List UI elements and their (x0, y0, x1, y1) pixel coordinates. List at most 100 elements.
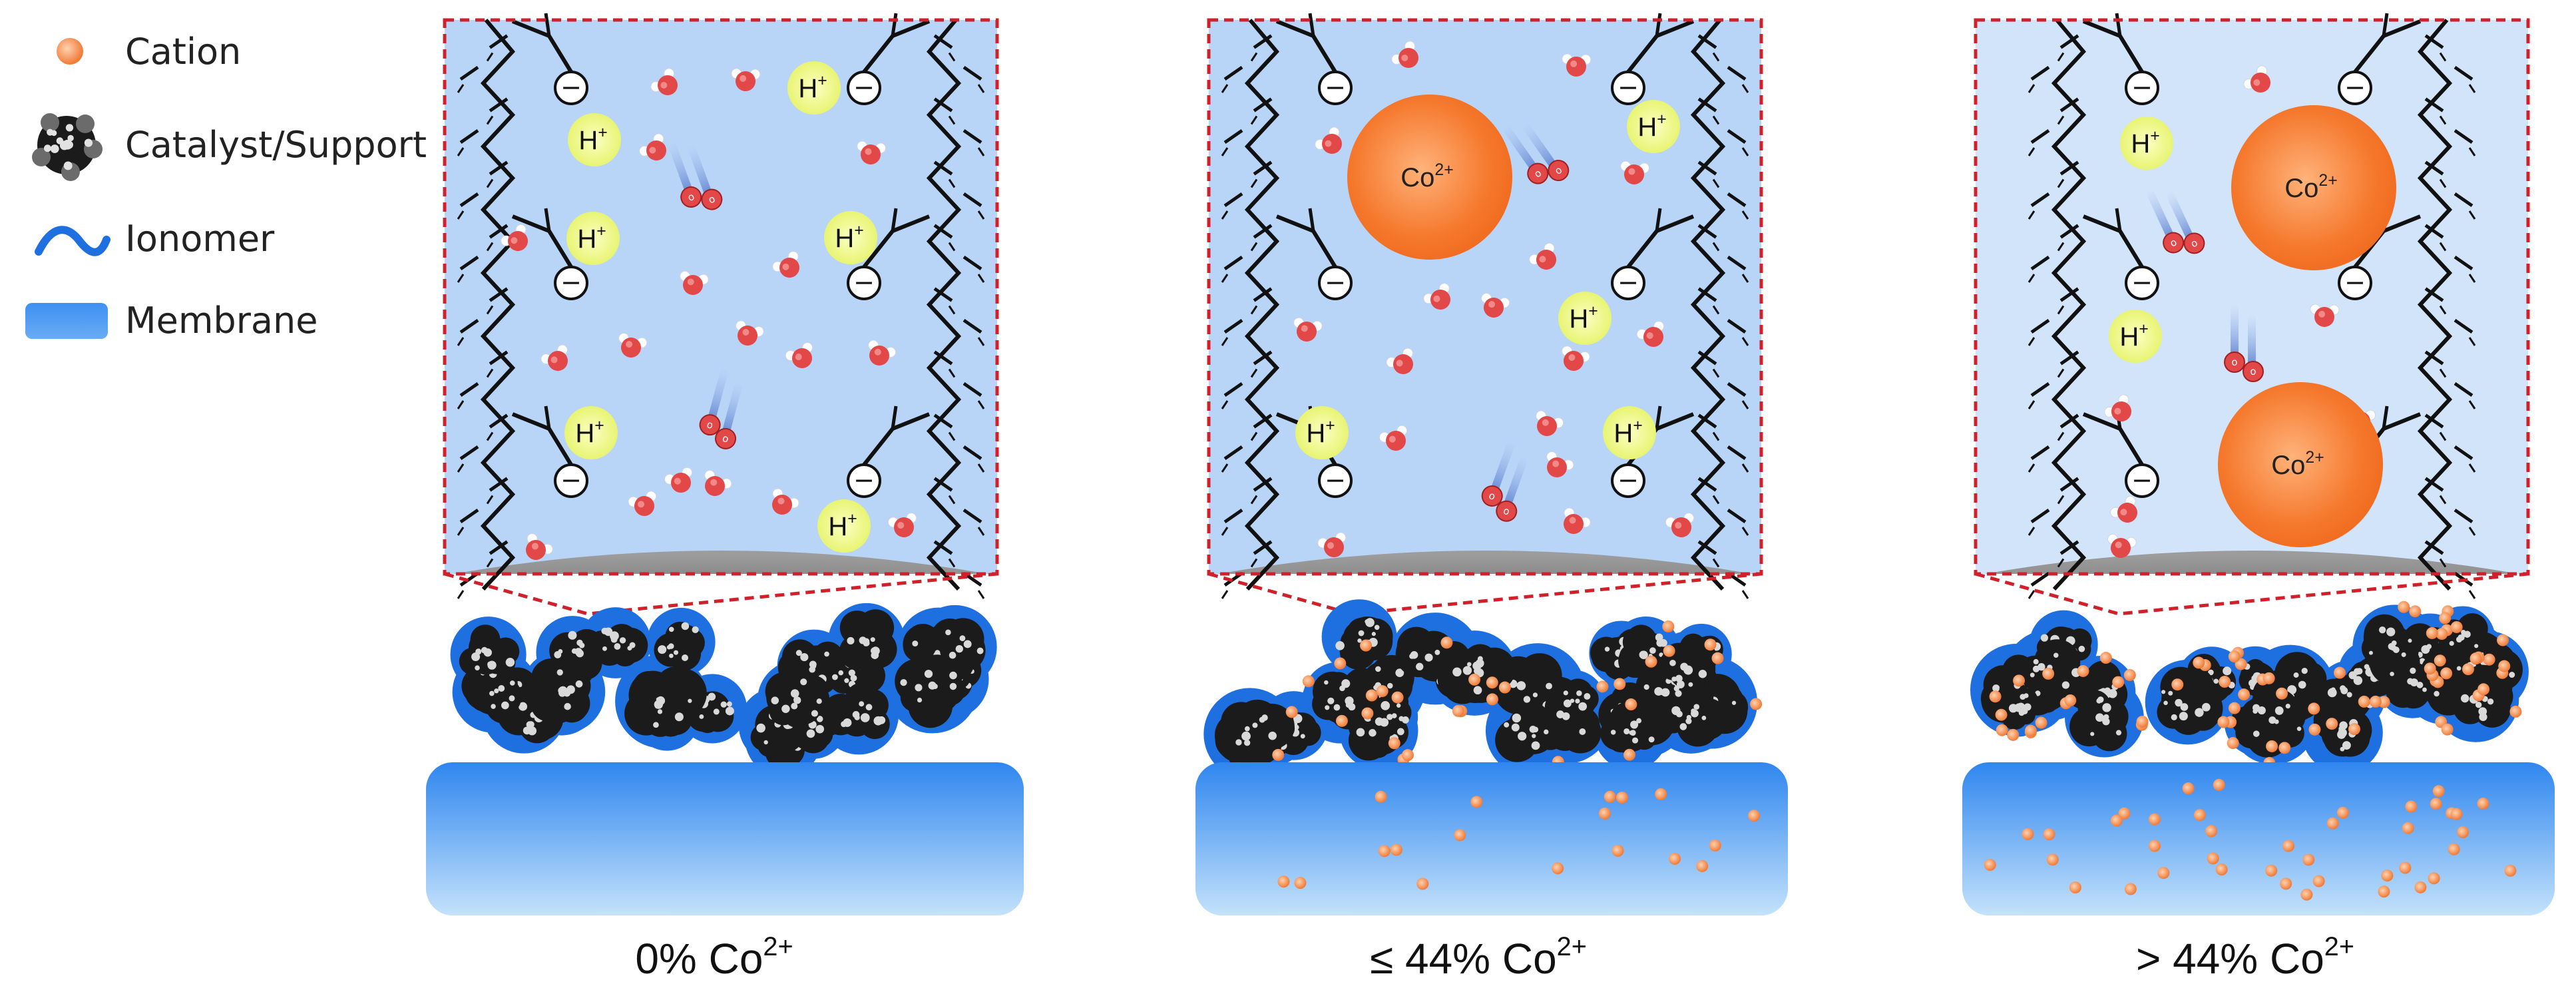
proton-label-superscript: + (1325, 417, 1335, 435)
cation-icon (1669, 852, 1681, 865)
side-chain (891, 405, 898, 429)
sulfonate-charge-label: − (853, 465, 875, 495)
cation-icon (2428, 872, 2440, 885)
cation-icon (2439, 612, 2452, 624)
proton-label: H+ (2131, 127, 2159, 158)
proton-label: H+ (2119, 320, 2148, 352)
sulfonate-group-icon: − (2125, 71, 2159, 105)
carbon-support-surface (454, 551, 988, 574)
cation-icon (2042, 667, 2055, 680)
cation-icon (2215, 864, 2228, 876)
water-molecule-icon (1317, 532, 1347, 557)
cobalt-label-base: Co (2271, 451, 2305, 480)
panel-caption-base: 0% Co (635, 935, 763, 983)
membrane (1195, 762, 1788, 915)
water-molecule-icon (1529, 242, 1556, 270)
cation-icon (1440, 636, 1453, 649)
proton-label: H+ (835, 222, 863, 253)
oxygen-atom-label: o (721, 432, 730, 445)
cation-icon (2378, 696, 2390, 708)
cation-icon (1498, 681, 1511, 694)
sulfonate-charge-label: − (1325, 73, 1346, 102)
proton-label-base: H (2131, 129, 2150, 158)
cation-icon (2123, 668, 2136, 681)
cation-icon (2477, 798, 2489, 810)
cation-icon (1361, 707, 1374, 720)
sulfonate-group-icon: − (554, 71, 588, 105)
sulfonate-charge-label: − (560, 465, 582, 495)
cation-icon (1613, 678, 1626, 690)
legend: Cation Catalyst/Support Ionomer Membrane (25, 31, 427, 342)
sulfonate-charge-label: − (2131, 73, 2153, 102)
water-molecule-icon (704, 469, 732, 496)
legend-item-membrane: Membrane (25, 300, 318, 342)
cation-icon (2441, 723, 2454, 736)
proton-label-superscript: + (817, 72, 827, 90)
proton-label-superscript: + (847, 510, 857, 528)
cation-icon (1645, 655, 1657, 668)
cation-icon (2148, 840, 2161, 852)
catalyst-layer (450, 603, 997, 778)
proton-label-base: H (578, 126, 598, 155)
cation-icon (2402, 822, 2414, 834)
sulfonate-charge-label: − (853, 73, 875, 102)
proton-label-base: H (828, 512, 847, 541)
cation-icon (1552, 862, 1564, 875)
cation-icon (2069, 881, 2081, 894)
proton-label: H+ (1613, 417, 1642, 448)
side-chain (544, 13, 551, 37)
water-molecule-icon (501, 224, 528, 251)
cation-icon (2157, 867, 2170, 879)
cation-icon (1378, 845, 1391, 858)
water-molecule-icon (785, 342, 813, 368)
cation-icon (1611, 844, 1624, 857)
panel-caption-base: ≤ 44% Co (1370, 935, 1557, 983)
side-chain (544, 208, 551, 232)
water-molecule-icon (540, 344, 568, 371)
water-molecule-icon (1379, 425, 1408, 451)
cation-icon (2262, 672, 2275, 684)
legend-item-catalyst-support: Catalyst/Support (32, 113, 427, 181)
cation-icon (1401, 749, 1414, 762)
polymer-backbone (926, 19, 985, 599)
cobalt-ion-icon: Co2+ (2218, 382, 2383, 547)
cation-icon (2399, 862, 2412, 874)
cation-icon (2227, 737, 2239, 750)
cation-icon (2282, 840, 2295, 852)
water-molecule-icon (1620, 160, 1650, 184)
cation-icon (1390, 844, 1402, 856)
polymer-backbone (2028, 19, 2087, 599)
water-molecule-icon (857, 140, 887, 164)
cation-icon (1391, 691, 1404, 704)
cation-icon (1696, 860, 1709, 872)
cation-icon (2193, 809, 2206, 822)
sulfonate-charge-label: − (1617, 73, 1639, 102)
cation-icon (2409, 605, 2422, 618)
cobalt-label: Co2+ (1400, 161, 1453, 192)
cation-icon (1663, 644, 1675, 657)
proton-icon: H+ (566, 212, 620, 265)
cation-icon (2436, 628, 2448, 640)
side-chain (891, 13, 898, 37)
cation-icon (2302, 854, 2315, 866)
cation-icon (1360, 639, 1372, 652)
cation-icon (1416, 877, 1429, 890)
cation-icon (2064, 694, 2077, 706)
water-molecule-icon (1562, 346, 1590, 371)
sulfonate-group-icon: − (1318, 266, 1353, 300)
cobalt-label-base: Co (1400, 163, 1434, 192)
cation-icon (2124, 883, 2137, 895)
cation-icon (1388, 737, 1400, 750)
zoom-connector (444, 572, 998, 616)
cation-icon (2497, 634, 2509, 646)
cation-icon (2238, 688, 2251, 701)
catalyst-layer (1970, 601, 2529, 774)
oxygen-molecule-icon: oo (2224, 304, 2264, 382)
cation-icon (2280, 877, 2292, 890)
sulfonate-charge-label: − (1617, 268, 1639, 297)
zoom-connector (1208, 572, 1762, 616)
cation-icon (1468, 673, 1481, 686)
